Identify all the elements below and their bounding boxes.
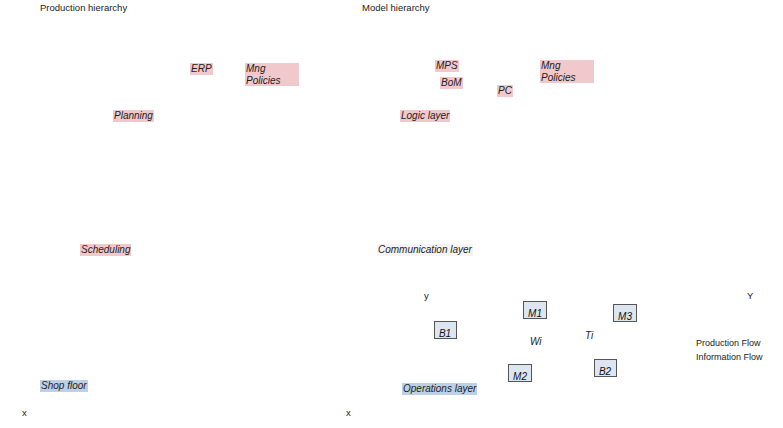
layer-label: MPS	[435, 60, 459, 72]
mapping-arrow	[350, 350, 415, 353]
operation-node: M3	[613, 304, 637, 322]
axis-line	[355, 300, 742, 301]
information-line	[565, 92, 622, 300]
layer-label: Logic layer	[400, 110, 450, 122]
information-line	[585, 92, 604, 356]
layer-label: ERP	[190, 63, 213, 75]
operation-node: B2	[594, 359, 617, 377]
production-flow-line	[547, 310, 613, 312]
pyramid-edge	[295, 130, 325, 403]
pyramid-edge	[325, 55, 380, 288]
information-line	[503, 100, 533, 298]
operation-node: M2	[508, 364, 532, 382]
layer-label: Planning	[113, 110, 154, 122]
layer-plane: MPS BoM PC Mng PoliciesLogic layer	[385, 55, 625, 130]
variable-label: Wi	[530, 336, 542, 348]
layer-label: Shop floor	[40, 380, 88, 392]
node-label: B2	[599, 365, 611, 379]
layer-plane: ERP Mng PoliciesPlanning	[95, 55, 325, 130]
operation-node: B1	[434, 321, 457, 339]
layer-plane: Communication layer	[365, 180, 635, 265]
layer-label: Mng Policies	[540, 60, 594, 83]
axis-line	[48, 20, 49, 300]
axis-line	[48, 300, 420, 301]
legend-text: Information Flow	[696, 352, 763, 362]
layer-label: Scheduling	[80, 244, 131, 256]
layer-label: Mng Policies	[245, 63, 299, 86]
layer-plane: Scheduling	[65, 180, 335, 265]
node-label: M2	[513, 370, 527, 384]
node-label: M1	[528, 307, 542, 321]
production-flow-line	[608, 322, 621, 359]
legend-line	[666, 343, 692, 346]
axis-label: Y	[747, 291, 753, 302]
axis-line	[355, 20, 356, 300]
mapping-arrow	[312, 88, 402, 91]
axis-label: x	[346, 408, 351, 419]
pyramid-edge	[625, 55, 690, 288]
node-label: M3	[618, 310, 632, 324]
layer-label: Communication layer	[377, 244, 473, 256]
layer-label: BoM	[440, 77, 463, 89]
axis-line	[336, 300, 355, 418]
axis-label: y	[424, 291, 429, 302]
pyramid-edge	[385, 130, 390, 403]
axis-label: Model hierarchy	[362, 3, 430, 14]
axis-label: Production hierarchy	[40, 3, 127, 14]
legend-line	[666, 358, 692, 359]
information-line	[446, 92, 455, 318]
legend-sample	[666, 340, 692, 348]
axis-label: x	[22, 408, 27, 419]
variable-label: Ti	[585, 330, 593, 342]
layer-label: Operations layer	[402, 383, 477, 395]
mapping-arrow	[321, 89, 402, 214]
legend-sample	[666, 354, 692, 362]
layer-label: PC	[497, 85, 513, 97]
axis-line	[10, 300, 48, 418]
pyramid-edge	[10, 130, 95, 403]
production-flow-line	[457, 313, 524, 328]
layer-plane: Shop floor	[10, 288, 380, 403]
legend-text: Production Flow	[696, 338, 761, 348]
node-label: B1	[439, 327, 451, 341]
production-flow-line	[532, 369, 594, 373]
production-flow-line	[457, 337, 509, 367]
operation-node: M1	[523, 301, 547, 319]
